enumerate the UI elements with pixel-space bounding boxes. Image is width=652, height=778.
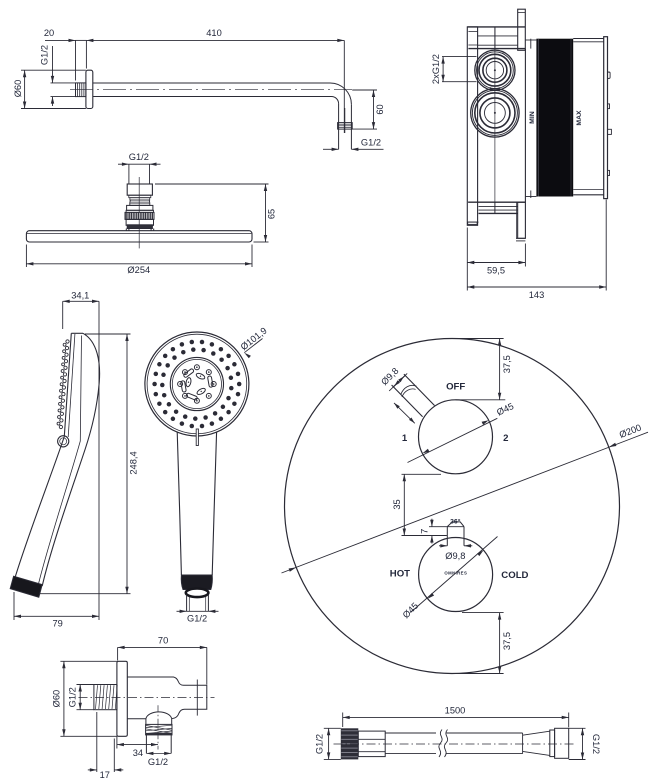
svg-text:G1/2: G1/2	[591, 734, 601, 754]
svg-text:1: 1	[402, 433, 408, 444]
svg-text:MIN: MIN	[529, 111, 536, 124]
svg-text:59,5: 59,5	[487, 266, 505, 276]
svg-text:G1/2: G1/2	[148, 757, 168, 767]
svg-text:35: 35	[392, 499, 402, 509]
svg-text:65: 65	[267, 209, 277, 219]
svg-text:Ø60: Ø60	[13, 80, 23, 98]
svg-text:Ø101,9: Ø101,9	[239, 326, 269, 353]
svg-text:Ø254: Ø254	[127, 265, 150, 275]
svg-text:G1/2: G1/2	[129, 152, 149, 162]
svg-text:2: 2	[503, 433, 508, 444]
svg-text:HOT: HOT	[390, 569, 410, 580]
svg-text:G1/2: G1/2	[67, 687, 77, 707]
svg-text:17: 17	[100, 770, 110, 778]
svg-text:Ø60: Ø60	[52, 690, 62, 708]
svg-text:410: 410	[206, 28, 222, 38]
svg-text:248,4: 248,4	[129, 451, 139, 474]
svg-text:Ø45: Ø45	[495, 401, 515, 417]
svg-text:37,5: 37,5	[502, 632, 512, 650]
svg-text:G1/2: G1/2	[40, 45, 50, 65]
svg-text:MAX: MAX	[576, 110, 583, 126]
svg-text:34: 34	[133, 748, 143, 758]
svg-text:OFF: OFF	[446, 381, 465, 392]
svg-text:20: 20	[44, 28, 54, 38]
svg-text:79: 79	[53, 619, 63, 629]
svg-text:70: 70	[158, 636, 168, 646]
svg-text:2xG1/2: 2xG1/2	[431, 54, 441, 84]
svg-text:G1/2: G1/2	[314, 734, 324, 754]
svg-text:34,1: 34,1	[71, 291, 89, 301]
svg-text:60: 60	[375, 104, 385, 114]
svg-text:G1/2: G1/2	[361, 138, 381, 148]
svg-text:COLD: COLD	[501, 570, 528, 581]
svg-text:Ø45: Ø45	[401, 601, 421, 621]
svg-text:36°: 36°	[450, 517, 461, 525]
svg-text:Ø9,8: Ø9,8	[445, 551, 465, 561]
svg-text:G1/2: G1/2	[187, 614, 207, 624]
svg-text:37,5: 37,5	[502, 355, 512, 373]
svg-text:7: 7	[420, 529, 430, 534]
svg-text:143: 143	[529, 290, 545, 300]
svg-text:Ø200: Ø200	[618, 422, 643, 439]
svg-text:1500: 1500	[445, 706, 466, 716]
